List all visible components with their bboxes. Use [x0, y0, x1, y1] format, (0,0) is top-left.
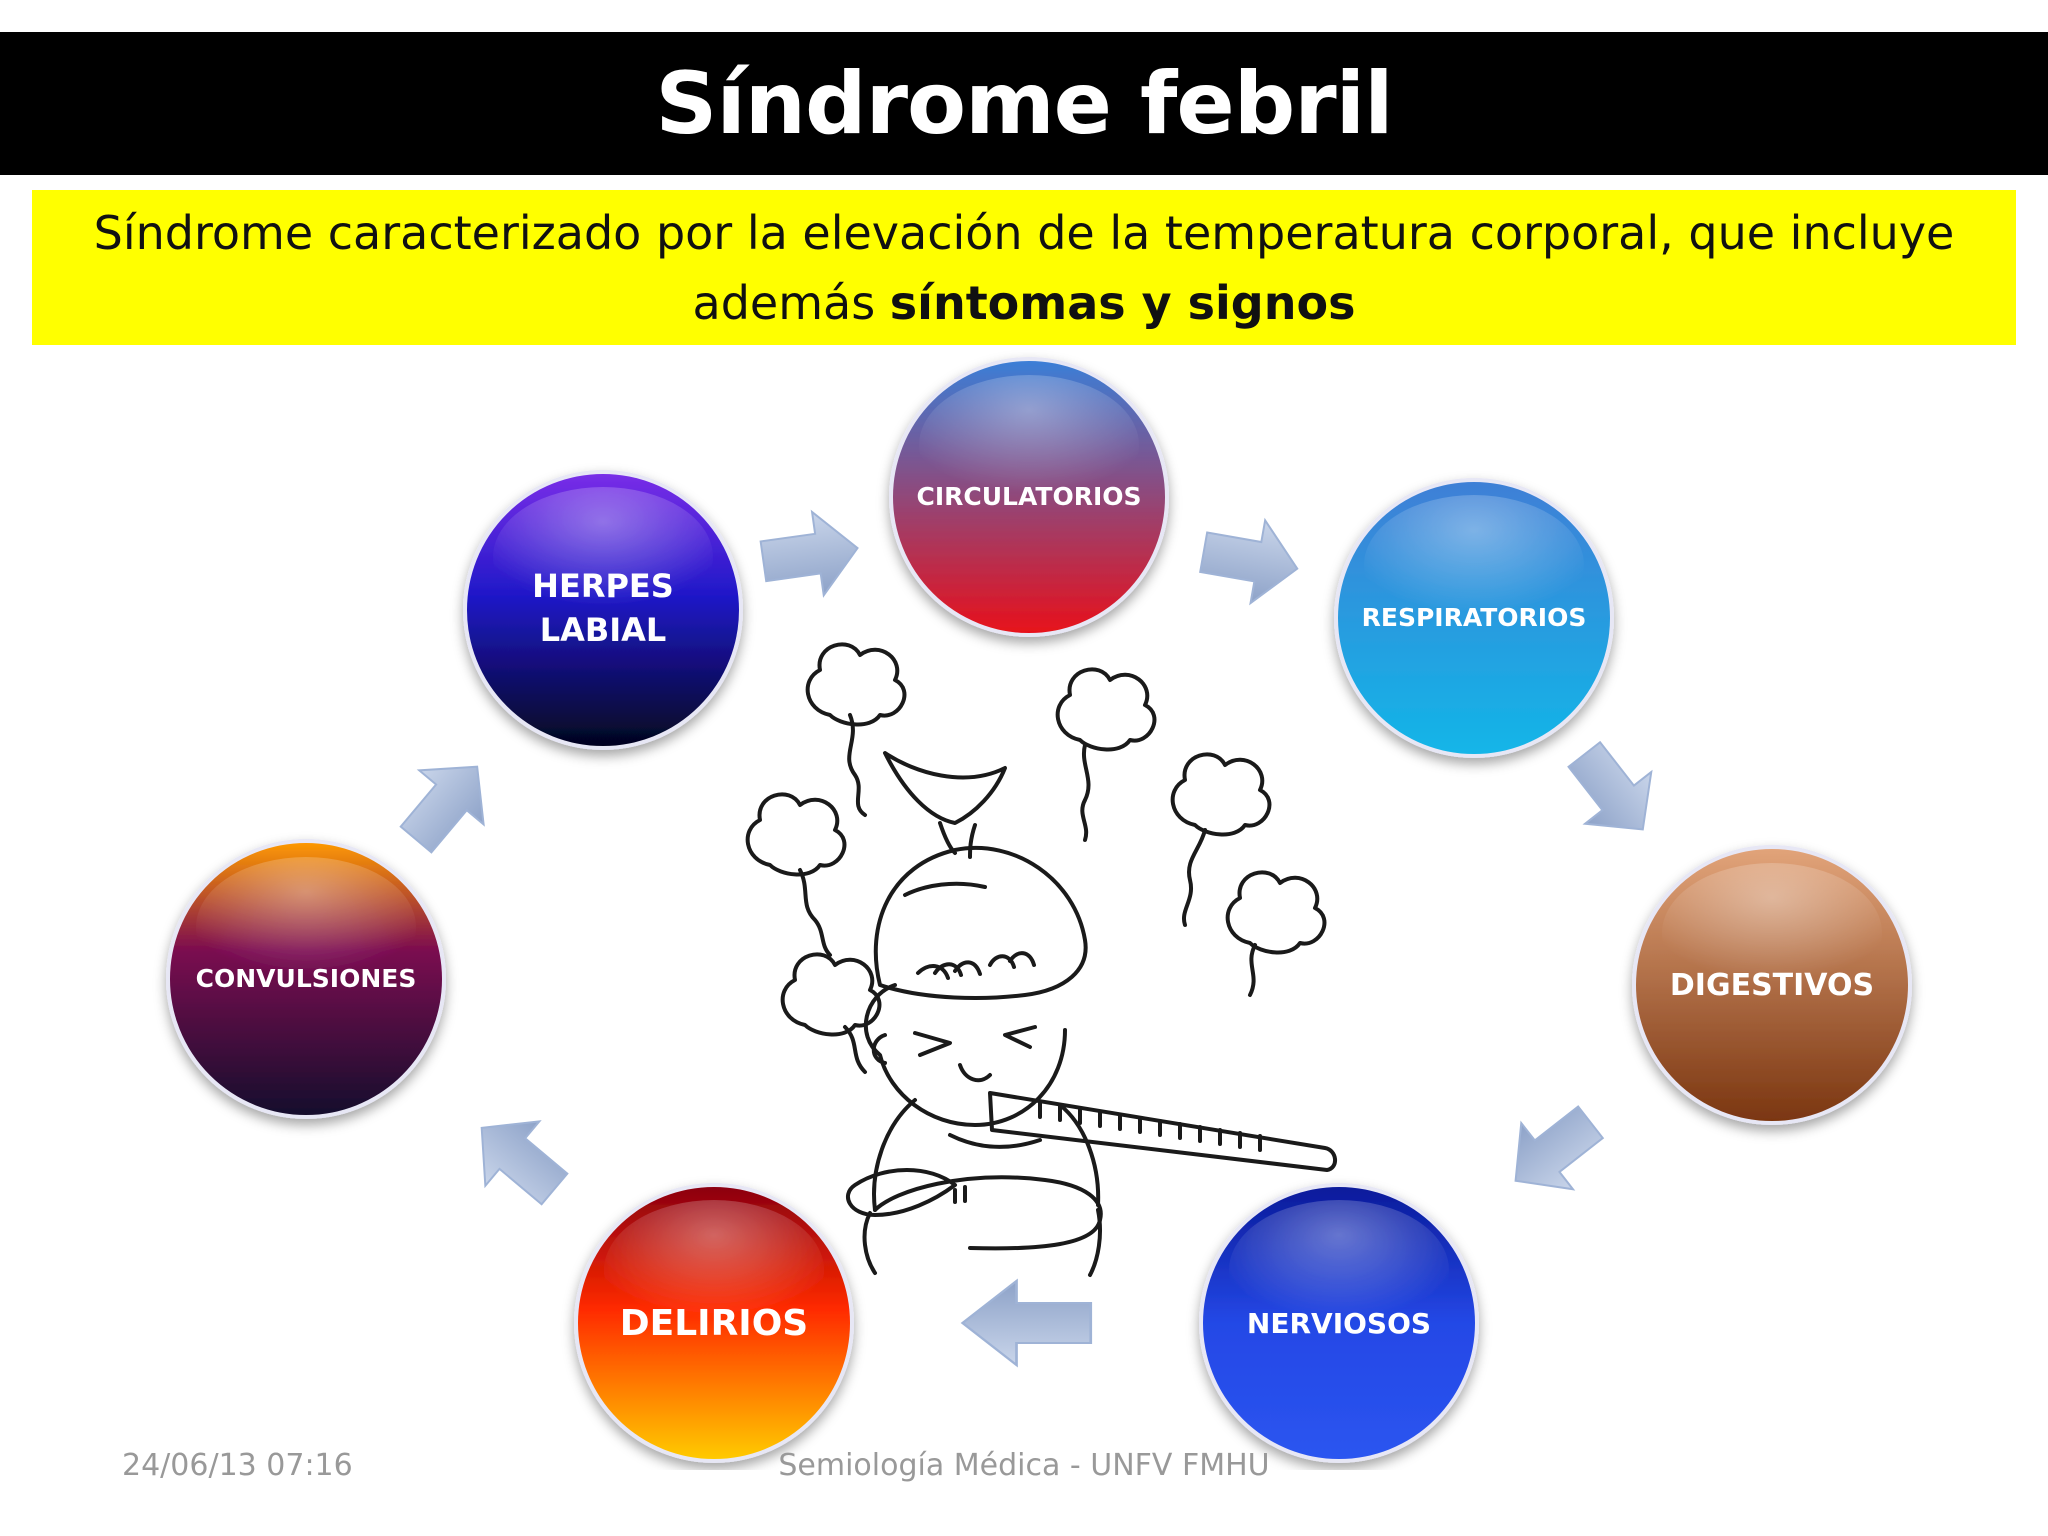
arrow-delirios-to-convulsiones — [453, 1094, 583, 1223]
node-label-herpes-line1: HERPES — [532, 567, 674, 605]
arrow-respiratorios-to-digestivos — [1550, 727, 1677, 857]
node-label-circulatorios: CIRCULATORIOS — [917, 482, 1142, 511]
node-label-digestivos: DIGESTIVOS — [1670, 968, 1874, 1003]
arrow-nerviosos-to-delirios — [961, 1279, 1093, 1367]
definition-line2-bold: síntomas y signos — [889, 275, 1356, 330]
arrow-convulsiones-to-herpes — [382, 738, 511, 868]
symptom-cycle-diagram: CIRCULATORIOS RESPIRATORIOS DIGESTIVOS N… — [166, 357, 1912, 1463]
footer-date: 24/06/13 07:16 — [122, 1448, 353, 1483]
title-bar: Síndrome febril — [0, 32, 2048, 175]
node-convulsiones: CONVULSIONES — [166, 839, 446, 1119]
node-nerviosos: NERVIOSOS — [1199, 1183, 1479, 1463]
slide-title: Síndrome febril — [655, 53, 1393, 154]
node-circulatorios: CIRCULATORIOS — [889, 357, 1169, 637]
footer-course: Semiología Médica - UNFV FMHU — [778, 1448, 1270, 1483]
node-label-respiratorios: RESPIRATORIOS — [1362, 603, 1587, 632]
node-label-delirios: DELIRIOS — [620, 1303, 808, 1344]
arrow-circulatorios-to-respiratorios — [1195, 509, 1306, 612]
definition-text: Síndrome caracterizado por la elevación … — [94, 198, 1955, 338]
node-delirios: DELIRIOS — [574, 1183, 854, 1463]
node-label-convulsiones: CONVULSIONES — [196, 964, 417, 993]
definition-line1: Síndrome caracterizado por la elevación … — [93, 205, 1955, 260]
arrow-herpes-to-circulatorios — [756, 505, 865, 604]
node-herpes-labial: HERPES LABIAL — [463, 470, 743, 750]
definition-box: Síndrome caracterizado por la elevación … — [32, 190, 2016, 345]
arrow-digestivos-to-nerviosos — [1488, 1088, 1618, 1215]
node-label-herpes-line2: LABIAL — [540, 611, 667, 649]
definition-line2-prefix: además — [692, 275, 890, 330]
node-respiratorios: RESPIRATORIOS — [1334, 478, 1614, 758]
node-label-nerviosos: NERVIOSOS — [1247, 1307, 1431, 1340]
feverish-person-icon — [745, 642, 1337, 1277]
node-digestivos: DIGESTIVOS — [1632, 845, 1912, 1125]
